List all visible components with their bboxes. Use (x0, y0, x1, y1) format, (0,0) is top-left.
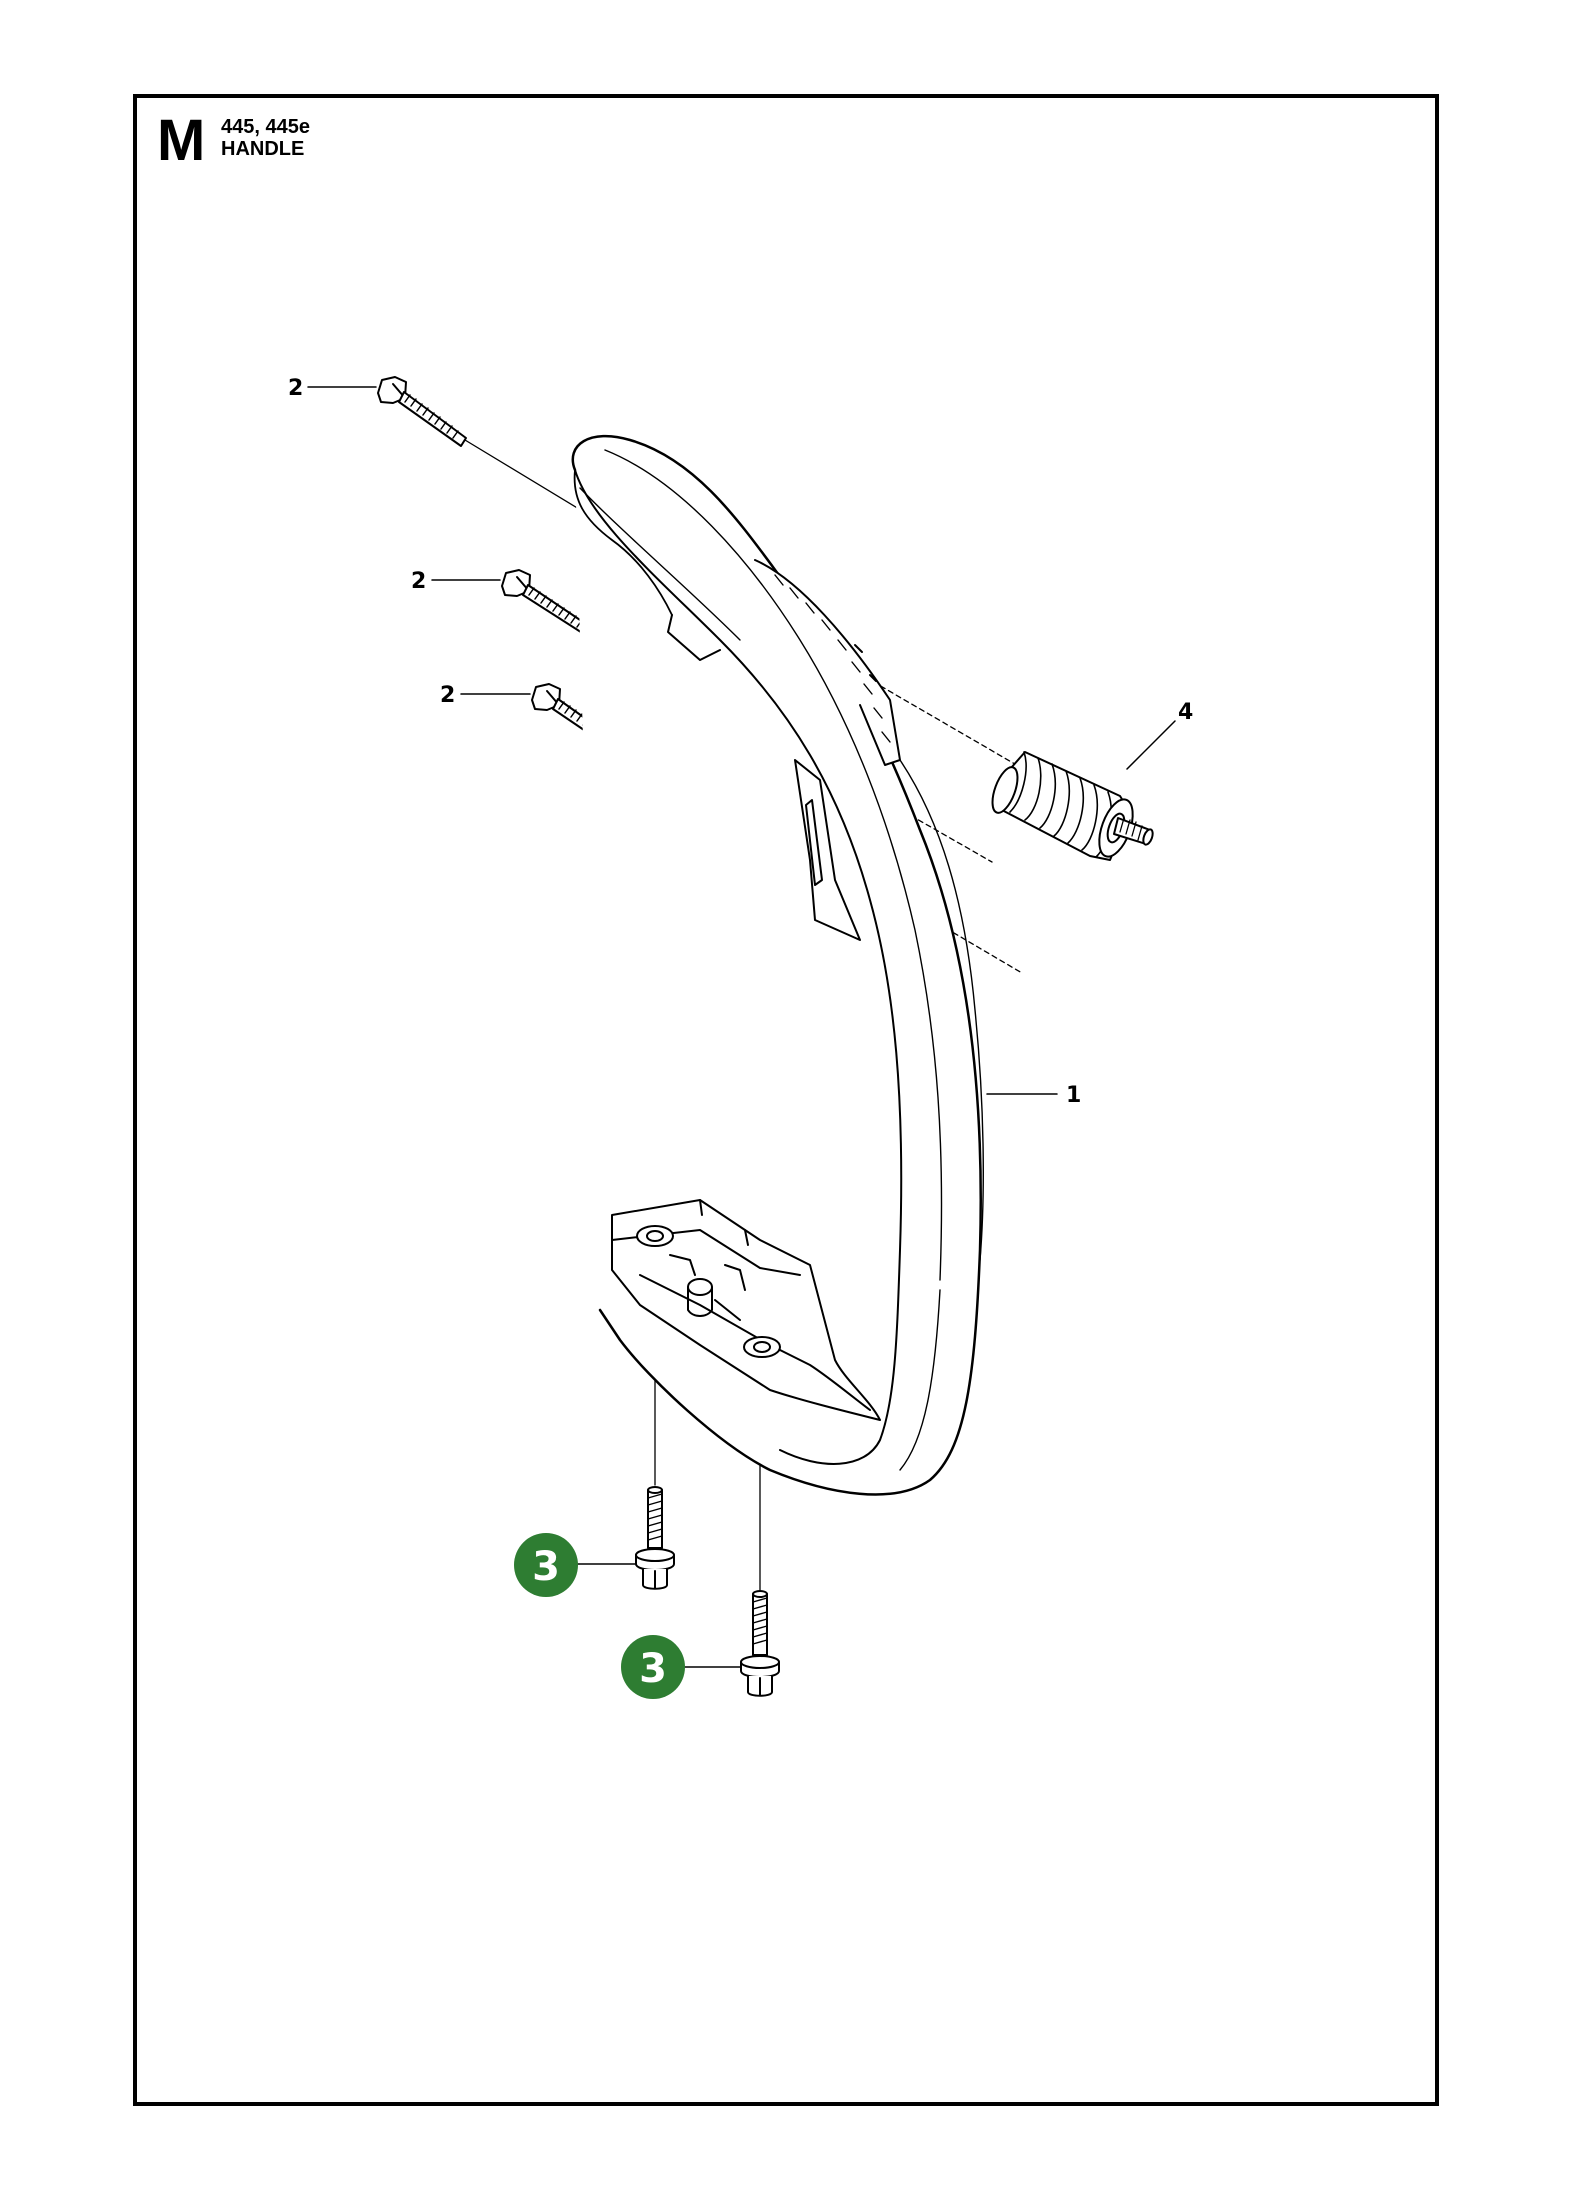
callout-labels: 2 2 2 4 1 (288, 376, 1193, 1108)
model-numbers: 445, 445e (221, 116, 310, 138)
title-block: 445, 445e HANDLE (221, 116, 310, 160)
screw-top (377, 376, 467, 447)
section-title: HANDLE (221, 138, 305, 160)
bolt-left (635, 1486, 675, 1590)
callout-bolt-left: 3 (532, 1544, 560, 1590)
callout-screw-top: 2 (288, 376, 303, 401)
callout-handle: 1 (1066, 1083, 1081, 1108)
section-letter: M (157, 108, 206, 173)
callout-damper: 4 (1178, 700, 1193, 725)
bolt-right (740, 1590, 780, 1697)
callout-bolt-right: 3 (639, 1646, 667, 1692)
callout-screw-lower: 2 (440, 683, 455, 708)
front-handle (571, 434, 984, 1496)
callout-screw-middle: 2 (411, 569, 426, 594)
leader-lines (307, 386, 1176, 1668)
spring-damper (991, 751, 1154, 861)
screw-middle (501, 569, 593, 637)
highlight-badge-bolt-right: 3 (621, 1635, 685, 1699)
highlight-badge-bolt-left: 3 (514, 1533, 578, 1597)
page-frame (133, 94, 1439, 2106)
